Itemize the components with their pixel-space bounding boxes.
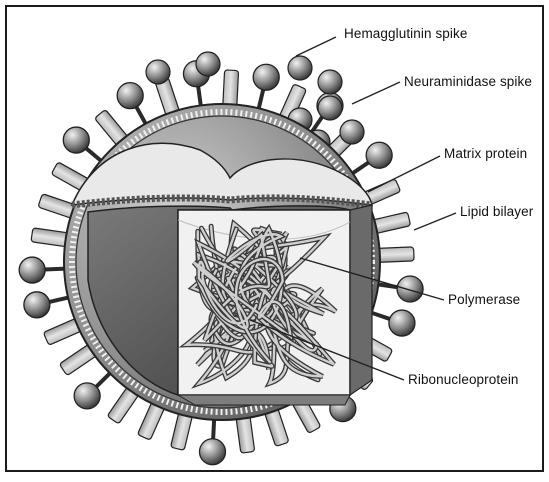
neuraminidase-head [200,439,226,465]
neuraminidase-head [389,310,415,336]
neuraminidase-head [63,127,89,153]
neuraminidase-head [117,83,143,109]
neuraminidase-head [366,142,392,168]
neuraminidase-head [146,60,170,84]
neuraminidase-head [196,52,220,76]
neuraminidase-head [74,383,100,409]
neuraminidase-head [397,276,423,302]
label-matrix-protein: Matrix protein [444,146,527,161]
label-neuraminidase-spike: Neuraminidase spike [404,74,532,89]
neuraminidase-head [340,120,364,144]
neuraminidase-head [318,70,342,94]
neuraminidase-head [253,64,279,90]
label-polymerase: Polymerase [448,292,520,307]
neuraminidase-head [24,292,50,318]
label-lipid-bilayer: Lipid bilayer [460,204,533,219]
label-ribonucleoprotein: Ribonucleoprotein [408,372,519,387]
neuraminidase-head [318,96,342,120]
neuraminidase-head [19,257,45,283]
label-hemagglutinin-spike: Hemagglutinin spike [344,26,467,41]
neuraminidase-head [288,56,312,80]
